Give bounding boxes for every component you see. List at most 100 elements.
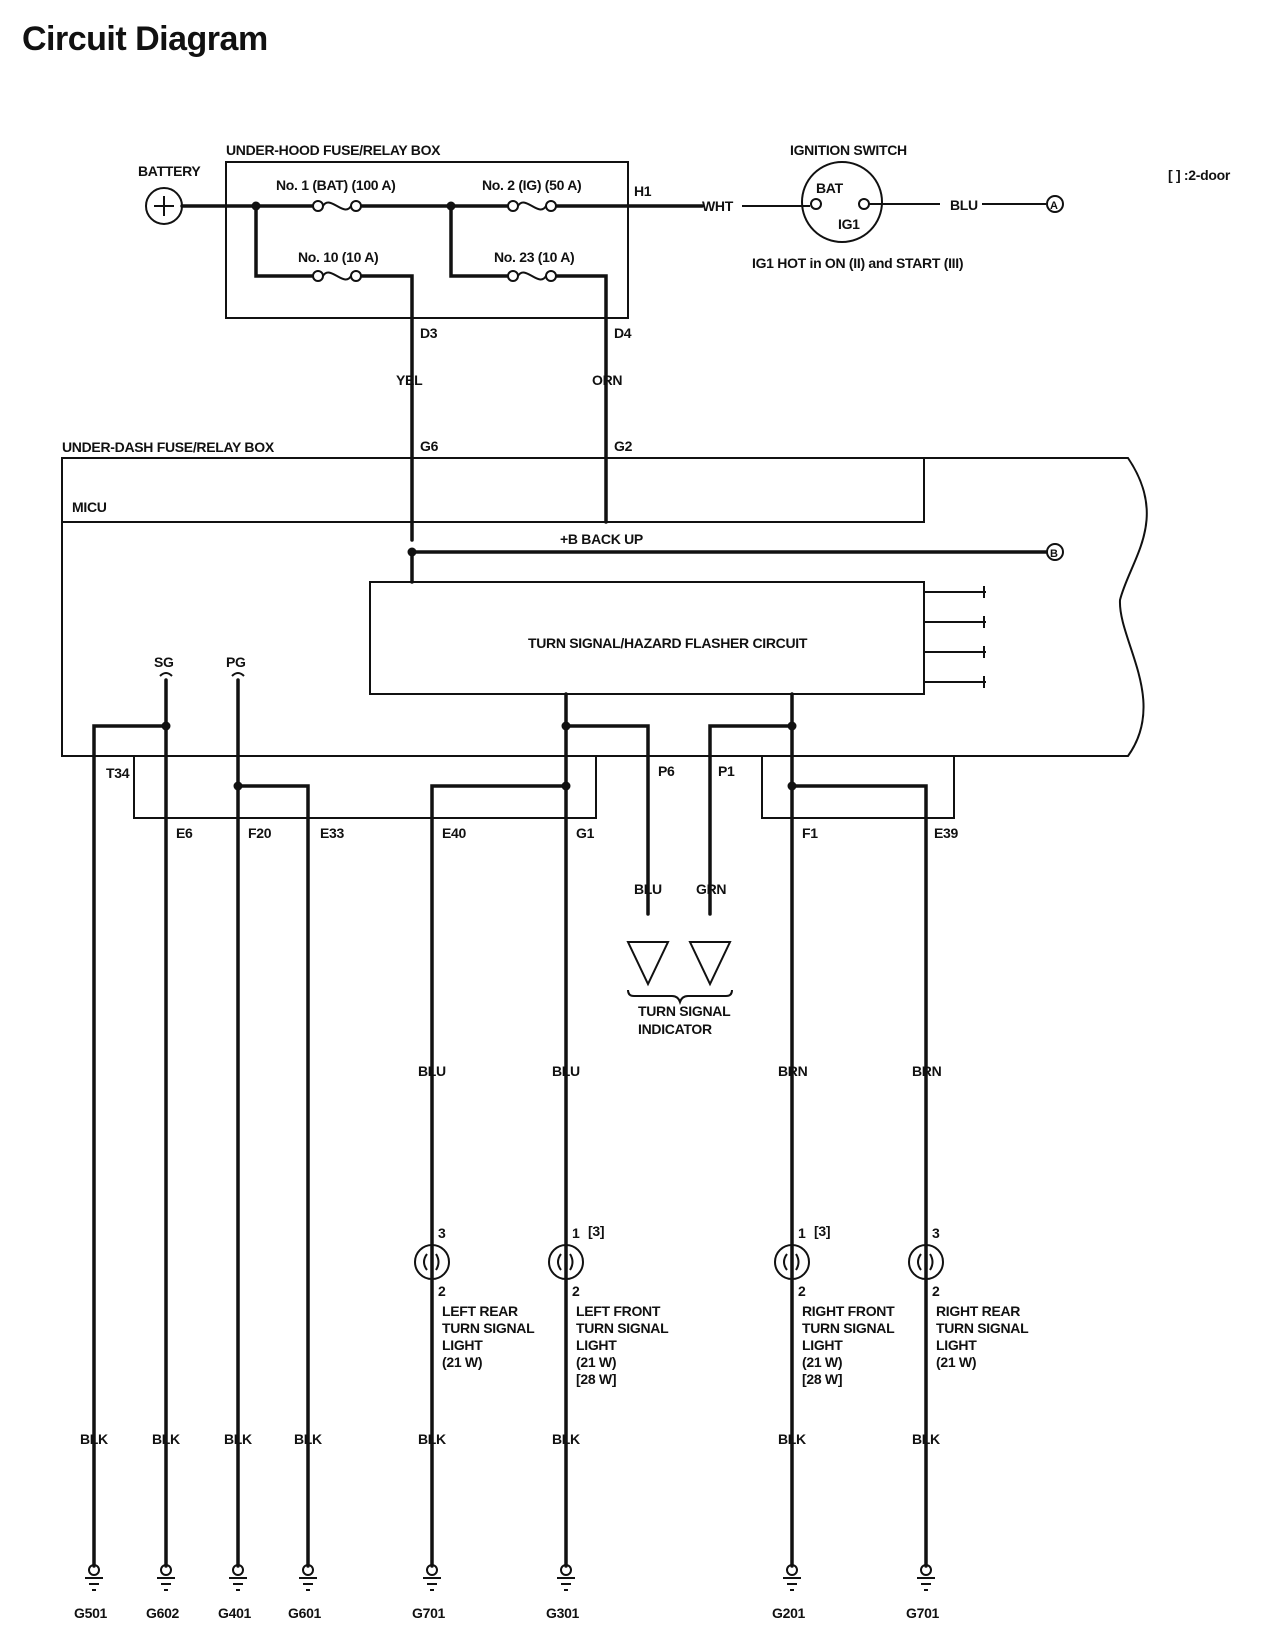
terminal-h1: H1 [634, 183, 652, 199]
light-ground-name: G301 [546, 1605, 580, 1621]
wire-orn [555, 274, 608, 524]
wire-fuse10-in [254, 204, 314, 278]
flasher-circuit-label: TURN SIGNAL/HAZARD FLASHER CIRCUIT [528, 635, 808, 651]
under-hood-box-label: UNDER-HOOD FUSE/RELAY BOX [226, 142, 441, 158]
ground-wire-label: BLK [224, 1431, 252, 1447]
wire-orn-label: ORN [592, 372, 622, 388]
bulb-filament-icon [917, 1253, 934, 1271]
light-pin-top: 3 [932, 1225, 940, 1241]
terminal-g6: G6 [420, 438, 439, 454]
micu-label: MICU [72, 499, 107, 515]
light-wattage: (21 W) [442, 1354, 482, 1370]
under-dash-box-label: UNDER-DASH FUSE/RELAY BOX [62, 439, 275, 455]
indicator-label-1: TURN SIGNAL [638, 1003, 731, 1019]
ground-wire-label: BLK [294, 1431, 322, 1447]
ground-name: G401 [218, 1605, 252, 1621]
light-name-1: LEFT REAR [442, 1303, 518, 1319]
flasher-output-stubs-icon [924, 586, 986, 688]
light-pin-bottom: 2 [798, 1283, 806, 1299]
terminal-g2: G2 [614, 438, 633, 454]
page-title: Circuit Diagram [22, 20, 268, 58]
terminal-d4: D4 [614, 325, 632, 341]
junction-dot [787, 721, 797, 731]
ignition-switch-label: IGNITION SWITCH [790, 142, 907, 158]
junction-dot [233, 781, 243, 791]
wire-indicator-grn [708, 724, 794, 916]
light-wattage-alt: [28 W] [802, 1371, 842, 1387]
light-name-3: LIGHT [442, 1337, 483, 1353]
light-ground-name: G701 [412, 1605, 446, 1621]
light-name-2: TURN SIGNAL [936, 1320, 1029, 1336]
bulb-icon [414, 1244, 450, 1280]
battery-label: BATTERY [138, 163, 201, 179]
fuse-no10-label: No. 10 (10 A) [298, 249, 378, 265]
light-name-1: RIGHT FRONT [802, 1303, 895, 1319]
junction-dot [161, 721, 171, 731]
terminal-f20: F20 [248, 825, 272, 841]
ignition-note: IG1 HOT in ON (II) and START (III) [752, 255, 963, 271]
light-ground-wire-label: BLK [912, 1431, 940, 1447]
fuse-no2-icon [507, 200, 557, 212]
sg-break-icon [159, 672, 173, 677]
connector-b-letter: B [1050, 548, 1058, 560]
terminal-e40: E40 [442, 825, 467, 841]
ground-symbol-icon [917, 1564, 935, 1591]
pg-label: PG [226, 654, 246, 670]
terminal-p1: P1 [718, 763, 735, 779]
battery-symbol-icon [145, 187, 183, 225]
ignition-ig1-label: IG1 [838, 216, 860, 232]
two-door-note: [ ] :2-door [1168, 167, 1231, 183]
terminal-t34: T34 [106, 765, 130, 781]
terminal-e33: E33 [320, 825, 345, 841]
light-wattage-alt: [28 W] [576, 1371, 616, 1387]
wire-left-rear [430, 784, 568, 1568]
ground-symbol-icon [423, 1564, 441, 1591]
terminal-p6: P6 [658, 763, 675, 779]
ground-symbol-icon [85, 1564, 103, 1591]
indicator-wire-blu-label: BLU [634, 881, 662, 897]
ground-symbol-icon [157, 1564, 175, 1591]
indicator-brace-icon [627, 989, 733, 1006]
connector-outline-right [761, 756, 955, 819]
fuse-no1-icon [312, 200, 362, 212]
light-wattage: (21 W) [802, 1354, 842, 1370]
light-name-2: TURN SIGNAL [442, 1320, 535, 1336]
light-ground-wire-label: BLK [552, 1431, 580, 1447]
bulb-icon [548, 1244, 584, 1280]
light-pin-bottom: 2 [572, 1283, 580, 1299]
light-wattage: (21 W) [576, 1354, 616, 1370]
light-name-3: LIGHT [936, 1337, 977, 1353]
terminal-e6: E6 [176, 825, 193, 841]
light-pin-alt: [3] [814, 1223, 830, 1239]
light-wire-label: BLU [418, 1063, 446, 1079]
light-ground-name: G701 [906, 1605, 940, 1621]
wire-t34 [92, 724, 168, 1568]
connector-a [1046, 195, 1064, 213]
indicator-right-triangle-icon [688, 941, 732, 987]
light-wattage: (21 W) [936, 1354, 976, 1370]
sg-label: SG [154, 654, 174, 670]
ground-symbol-icon [299, 1564, 317, 1591]
terminal-g1: G1 [576, 825, 595, 841]
junction-dot [251, 201, 261, 211]
terminal-d3: D3 [420, 325, 438, 341]
wire-wht-label: WHT [702, 198, 734, 214]
bulb-icon [908, 1244, 944, 1280]
ground-wire-label: BLK [152, 1431, 180, 1447]
fuse-no1-label: No. 1 (BAT) (100 A) [276, 177, 396, 193]
light-pin-top: 3 [438, 1225, 446, 1241]
junction-dot [787, 781, 797, 791]
ground-name: G602 [146, 1605, 180, 1621]
light-pin-bottom: 2 [438, 1283, 446, 1299]
ground-symbol-icon [229, 1564, 247, 1591]
light-name-3: LIGHT [802, 1337, 843, 1353]
junction-dot [561, 721, 571, 731]
wire-e33 [236, 784, 310, 1568]
ground-wire-label: BLK [80, 1431, 108, 1447]
light-name-2: TURN SIGNAL [802, 1320, 895, 1336]
bulb-icon [774, 1244, 810, 1280]
